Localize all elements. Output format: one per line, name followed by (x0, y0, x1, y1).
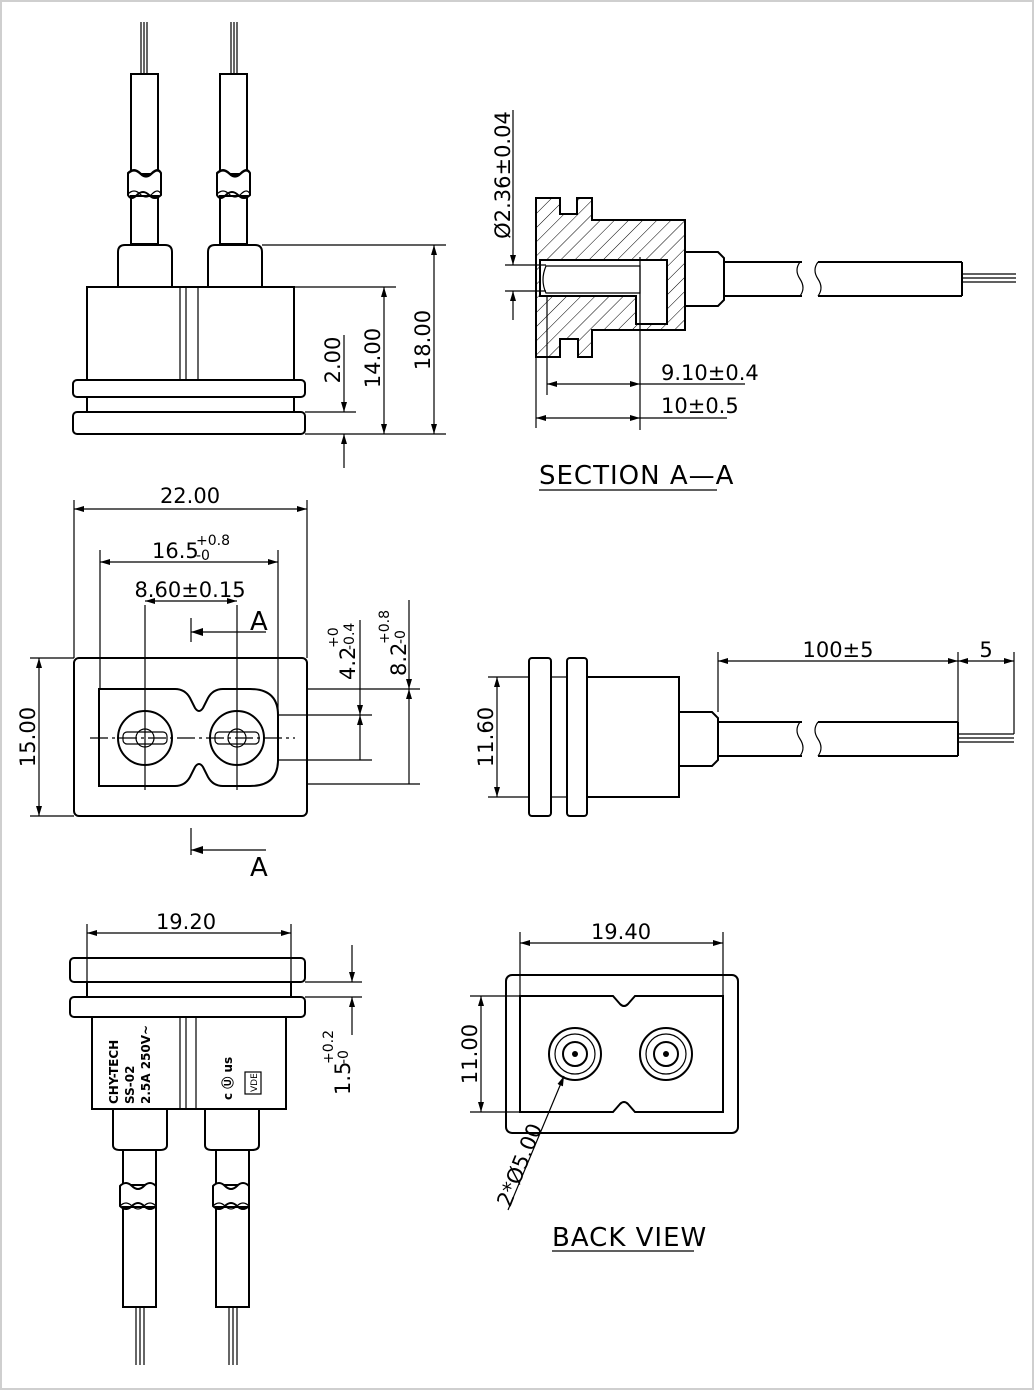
marking-brand: CHY-TECH (107, 1040, 121, 1104)
side-view: 11.60 100±5 5 (474, 638, 1015, 817)
bottom-dim-1-5-up: +0.2 (321, 1030, 337, 1064)
top-dim-4-2-dn: -0.4 (342, 623, 358, 650)
side-dim-5: 5 (979, 638, 992, 662)
front-dim-18: 18.00 (411, 310, 435, 370)
top-dim-22: 22.00 (160, 484, 220, 508)
top-view: 22.00 16.5 +0.8 -0 8.60±0.15 A A 15.00 4… (16, 484, 420, 883)
marking-model: SS-02 (123, 1066, 137, 1104)
back-view-title: BACK VIEW (552, 1223, 707, 1253)
section-dim-9-10: 9.10±0.4 (661, 361, 759, 385)
front-wire-right (216, 22, 251, 245)
section-mark-bottom: A (250, 853, 269, 883)
bottom-dim-1-5: 1.5 (331, 1062, 355, 1095)
front-view: 18.00 14.00 2.00 (72, 22, 446, 468)
top-dim-4-2: 4.2 (336, 647, 360, 680)
bottom-dim-19-2: 19.20 (156, 910, 216, 934)
section-view: Ø2.36±0.04 9.10±0.4 10±0.5 SECTION A—A (491, 110, 1016, 491)
front-wire-left (127, 22, 162, 245)
bottom-dim-1-5-dn: -0 (336, 1050, 352, 1064)
back-dim-holes: 2*Ø5.00 (492, 1120, 547, 1210)
cert-vde-mark: VDE (250, 1073, 260, 1092)
cert-ul-mark: c Ⓤ us (220, 1057, 235, 1100)
section-mark-top: A (250, 607, 269, 637)
back-dim-11: 11.00 (458, 1024, 482, 1084)
front-dim-14: 14.00 (361, 328, 385, 388)
bottom-view: CHY-TECH SS-02 2.5A 250V~ c Ⓤ us VDE 19.… (69, 910, 362, 1365)
marking-rating: 2.5A 250V~ (139, 1025, 153, 1104)
top-dim-8-6: 8.60±0.15 (134, 578, 245, 602)
top-dim-8-2-up: +0.8 (377, 610, 393, 644)
top-dim-16-5-tol-up: +0.8 (196, 533, 230, 549)
vde-mark-box (244, 1071, 262, 1095)
top-dim-16-5: 16.5 (152, 539, 199, 563)
back-view: 19.40 11.00 2*Ø5.00 BACK VIEW (458, 920, 739, 1253)
top-dim-8-2-dn: -0 (393, 630, 409, 644)
side-dim-100: 100±5 (802, 638, 873, 662)
top-dim-16-5-tol-dn: -0 (196, 548, 210, 564)
top-dim-15: 15.00 (16, 707, 40, 767)
section-title: SECTION A—A (539, 461, 734, 491)
section-dim-10: 10±0.5 (661, 394, 739, 418)
side-dim-11-6: 11.60 (474, 707, 498, 767)
back-dim-19-4: 19.40 (591, 920, 651, 944)
top-dim-8-2: 8.2 (387, 643, 411, 676)
top-dim-4-2-up: +0 (326, 627, 342, 648)
section-dim-bore: Ø2.36±0.04 (491, 111, 515, 239)
front-dim-2: 2.00 (321, 337, 345, 384)
